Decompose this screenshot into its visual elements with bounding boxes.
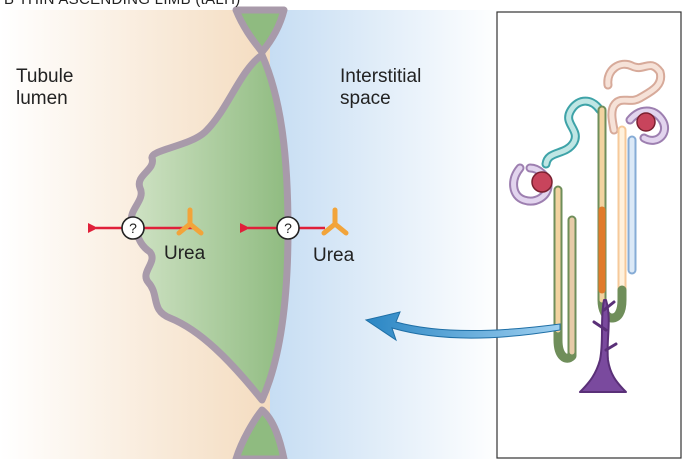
interstitial-space-label: Interstitial space: [340, 66, 421, 110]
tubule-lumen-label-line2: lumen: [16, 88, 68, 109]
neighbor-cell-top: [232, 6, 288, 56]
epithelial-cell: [127, 51, 292, 404]
transporter-label-apical: ?: [129, 220, 137, 236]
unknown-transporter-icon: ?: [276, 216, 300, 240]
urea-label-basolateral: Urea: [313, 245, 355, 266]
inset-pointer-arrow: [364, 311, 561, 342]
tubule-lumen-label-line1: Tubule: [16, 66, 74, 87]
unknown-transporter-icon: ?: [121, 216, 145, 240]
urea-molecule-icon: [321, 207, 349, 236]
interstitial-space-label-line2: space: [340, 88, 391, 109]
neighbor-cell-bottom: [232, 406, 288, 459]
urea-molecule-icon: [176, 207, 204, 236]
urea-label-apical: Urea: [164, 243, 206, 264]
nephron-illustration: [509, 59, 670, 393]
panel-header: B THIN ASCENDING LIMB (tALH): [4, 0, 241, 8]
tubule-lumen-label: Tubule lumen: [16, 66, 73, 110]
interstitial-space-region: [270, 10, 500, 459]
transporter-label-basolateral: ?: [284, 220, 292, 236]
interstitial-space-label-line1: Interstitial: [340, 66, 422, 87]
